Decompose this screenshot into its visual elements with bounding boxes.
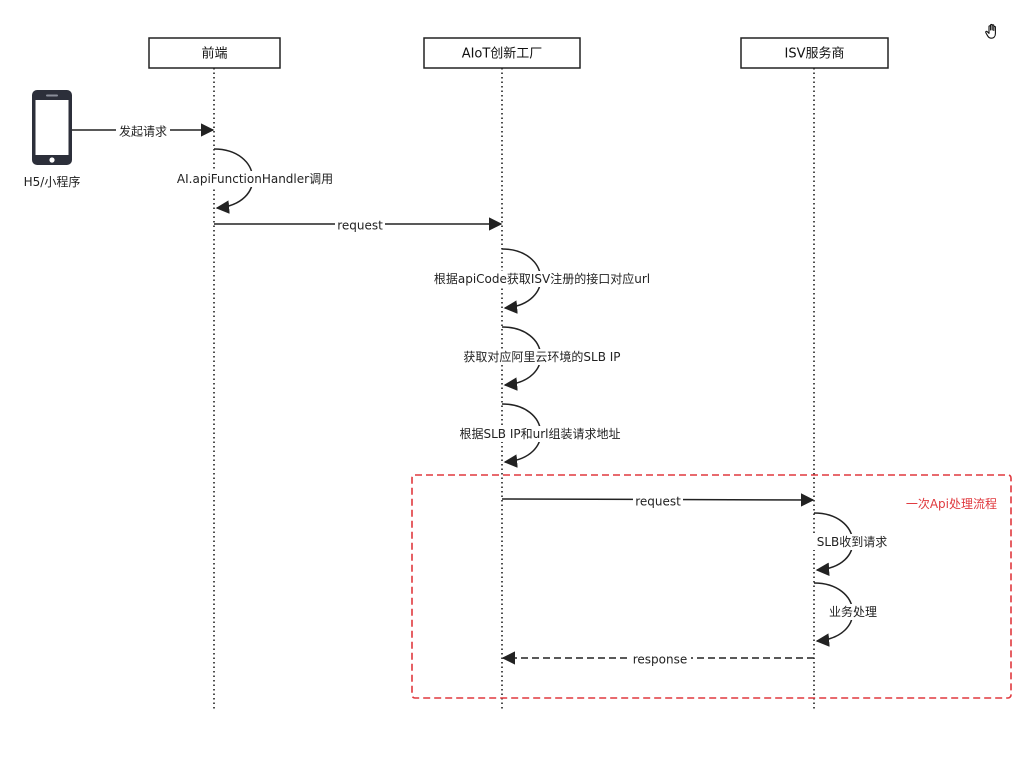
- frame-api-flow: 一次Api处理流程: [411, 474, 1012, 699]
- message-label: request: [337, 219, 383, 233]
- message-label: request: [635, 495, 681, 509]
- message-slb-received[interactable]: SLB收到请求: [813, 512, 891, 577]
- message-label: 发起请求: [119, 124, 167, 139]
- actor-label: H5/小程序: [24, 174, 81, 189]
- message-label: response: [633, 653, 688, 667]
- message-label: AI.apiFunctionHandler调用: [177, 172, 333, 186]
- message-response[interactable]: response: [501, 651, 814, 667]
- message-get-isv-url[interactable]: 根据apiCode获取ISV注册的接口对应url: [427, 248, 657, 314]
- message-label: 根据apiCode获取ISV注册的接口对应url: [434, 271, 650, 286]
- participant-frontend[interactable]: 前端: [148, 37, 281, 69]
- participant-isv-label: ISV服务商: [785, 46, 845, 62]
- participant-frontend-label: 前端: [201, 46, 227, 62]
- message-request-to-aiot[interactable]: request: [214, 217, 503, 233]
- participant-aiot[interactable]: AIoT创新工厂: [423, 37, 581, 69]
- message-label: SLB收到请求: [817, 535, 888, 549]
- message-label: 根据SLB IP和url组装请求地址: [460, 427, 621, 441]
- message-label: 业务处理: [829, 604, 877, 619]
- frame-label: 一次Api处理流程: [906, 496, 997, 511]
- participant-aiot-label: AIoT创新工厂: [462, 46, 543, 62]
- message-send-request[interactable]: 发起请求: [72, 123, 215, 139]
- phone-icon: [32, 90, 72, 165]
- participant-isv[interactable]: ISV服务商: [740, 37, 889, 69]
- actor-phone[interactable]: H5/小程序: [24, 90, 81, 189]
- message-business-process[interactable]: 业务处理: [813, 582, 881, 647]
- hand-cursor-icon: [985, 23, 996, 39]
- message-ai-handler-call[interactable]: AI.apiFunctionHandler调用: [175, 148, 335, 214]
- message-request-to-isv[interactable]: request: [501, 493, 815, 509]
- message-get-slb-ip[interactable]: 获取对应阿里云环境的SLB IP: [455, 326, 629, 391]
- message-assemble-address[interactable]: 根据SLB IP和url组装请求地址: [452, 403, 628, 468]
- message-label: 获取对应阿里云环境的SLB IP: [463, 349, 620, 364]
